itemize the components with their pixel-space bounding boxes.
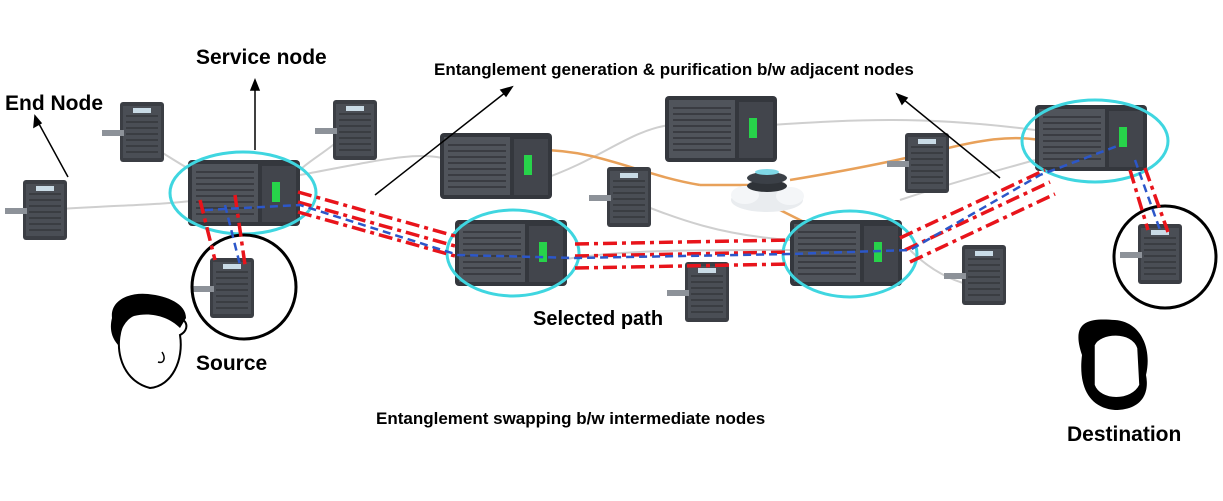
label-selected-path: Selected path (533, 308, 664, 330)
endpoint-circles (190, 204, 1218, 341)
label-destination: Destination (1067, 423, 1182, 446)
man-head-icon (110, 293, 188, 390)
label-service-node: Service node (196, 46, 327, 69)
label-end-node: End Node (5, 92, 103, 115)
cloud-database-icon (731, 169, 804, 212)
label-entanglement-generation: Entanglement generation & purification b… (434, 60, 914, 79)
label-entanglement-swapping: Entanglement swapping b/w intermediate n… (376, 409, 766, 428)
entanglement-red-links (198, 167, 1170, 270)
woman-head-icon (1078, 319, 1148, 410)
entanglement-blue-link (204, 143, 1162, 266)
end-node-servers (4, 99, 1183, 323)
label-source: Source (196, 352, 268, 375)
annotation-arrows (33, 77, 1001, 196)
